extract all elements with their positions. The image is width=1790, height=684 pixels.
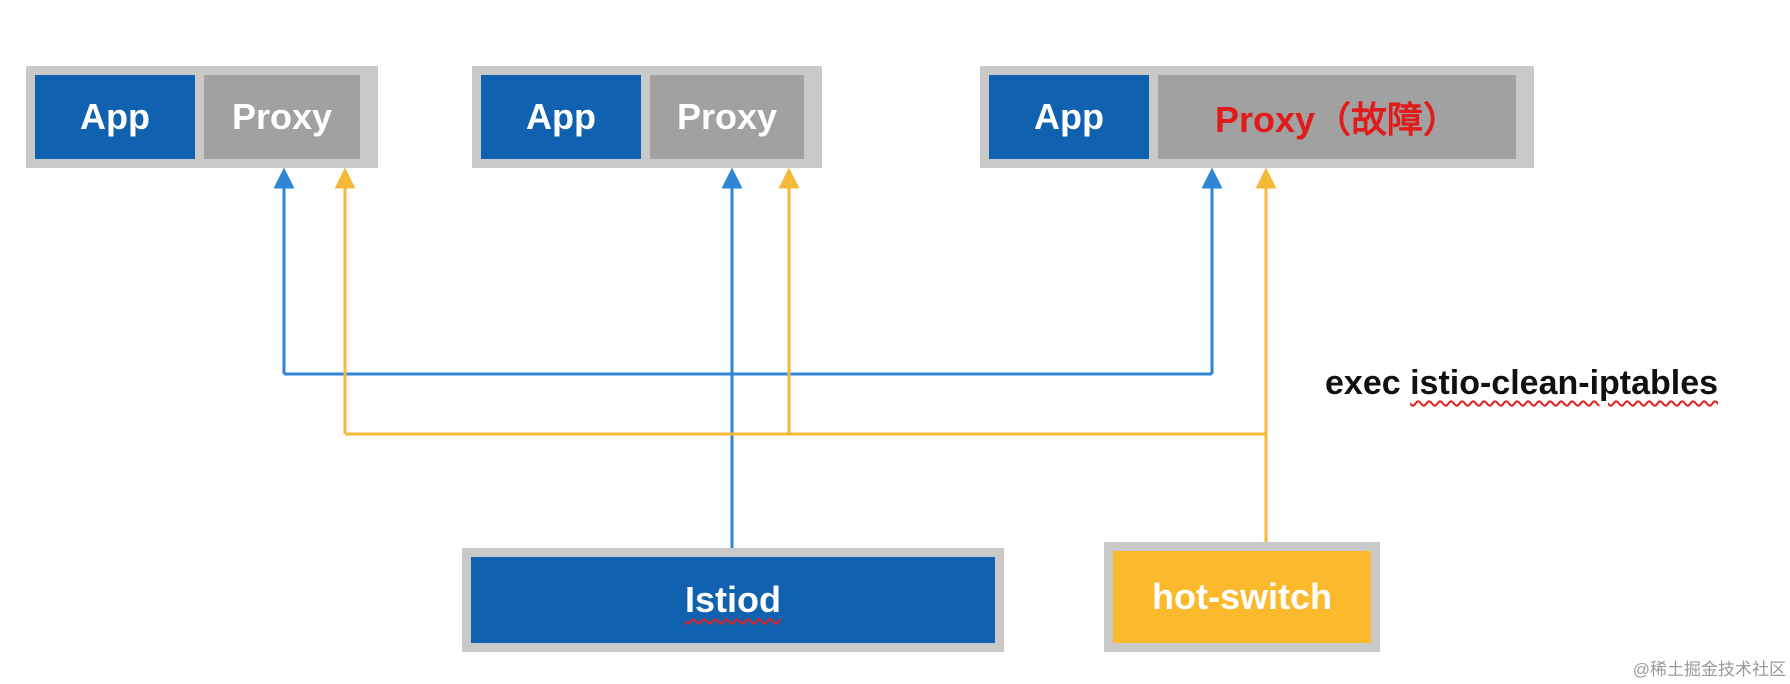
istiod-label: Istiod: [685, 579, 781, 620]
pod-3-app-box: App: [989, 75, 1149, 159]
pod-2-app-label: App: [526, 96, 596, 137]
pod-2-proxy-label: Proxy: [676, 96, 778, 137]
hot-switch-lines: [334, 167, 1277, 544]
pod-3-proxy-fault-label: Proxy（故障）: [1214, 99, 1460, 140]
hot-switch-label: hot-switch: [1152, 576, 1332, 617]
watermark: @稀土掘金技术社区: [1632, 660, 1786, 679]
istiod-box: Istiod: [462, 548, 1004, 652]
pod-1-proxy-label: Proxy: [231, 96, 333, 137]
hot-switch-box: hot-switch: [1104, 542, 1380, 652]
pod-3-app-label: App: [1034, 96, 1104, 137]
pod-1-app-box: App: [35, 75, 195, 159]
pod-1-app-label: App: [80, 96, 150, 137]
pod-3-proxy-box: Proxy（故障）: [1158, 75, 1516, 159]
pod-2-app-box: App: [481, 75, 641, 159]
pod-3: App Proxy（故障）: [980, 66, 1534, 168]
istiod-inner: Istiod: [471, 557, 995, 643]
command-name: istio-clean-iptables: [1410, 364, 1719, 402]
command-annotation: exec istio-clean-iptables: [1325, 364, 1718, 403]
pod-1: App Proxy: [26, 66, 378, 168]
pod-1-proxy-box: Proxy: [204, 75, 360, 159]
pod-2: App Proxy: [472, 66, 822, 168]
command-prefix: exec: [1325, 364, 1411, 402]
pod-2-proxy-box: Proxy: [650, 75, 804, 159]
istiod-config-lines: [273, 167, 1223, 552]
hot-switch-inner: hot-switch: [1113, 551, 1371, 643]
